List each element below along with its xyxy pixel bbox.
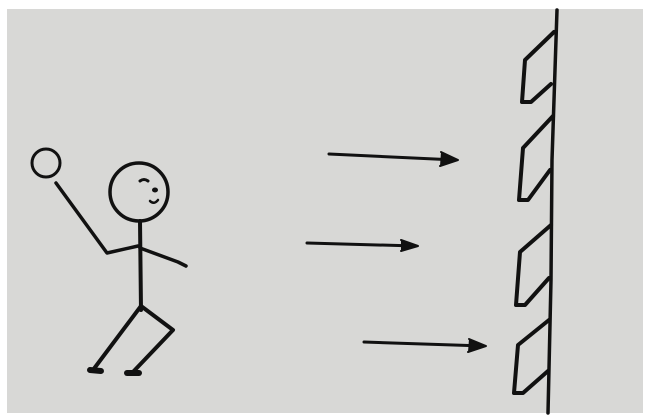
torso [140, 221, 141, 310]
right-eye [152, 188, 158, 193]
paper-sheet [7, 9, 643, 413]
back-foot [90, 370, 101, 371]
left-eye [140, 180, 148, 182]
